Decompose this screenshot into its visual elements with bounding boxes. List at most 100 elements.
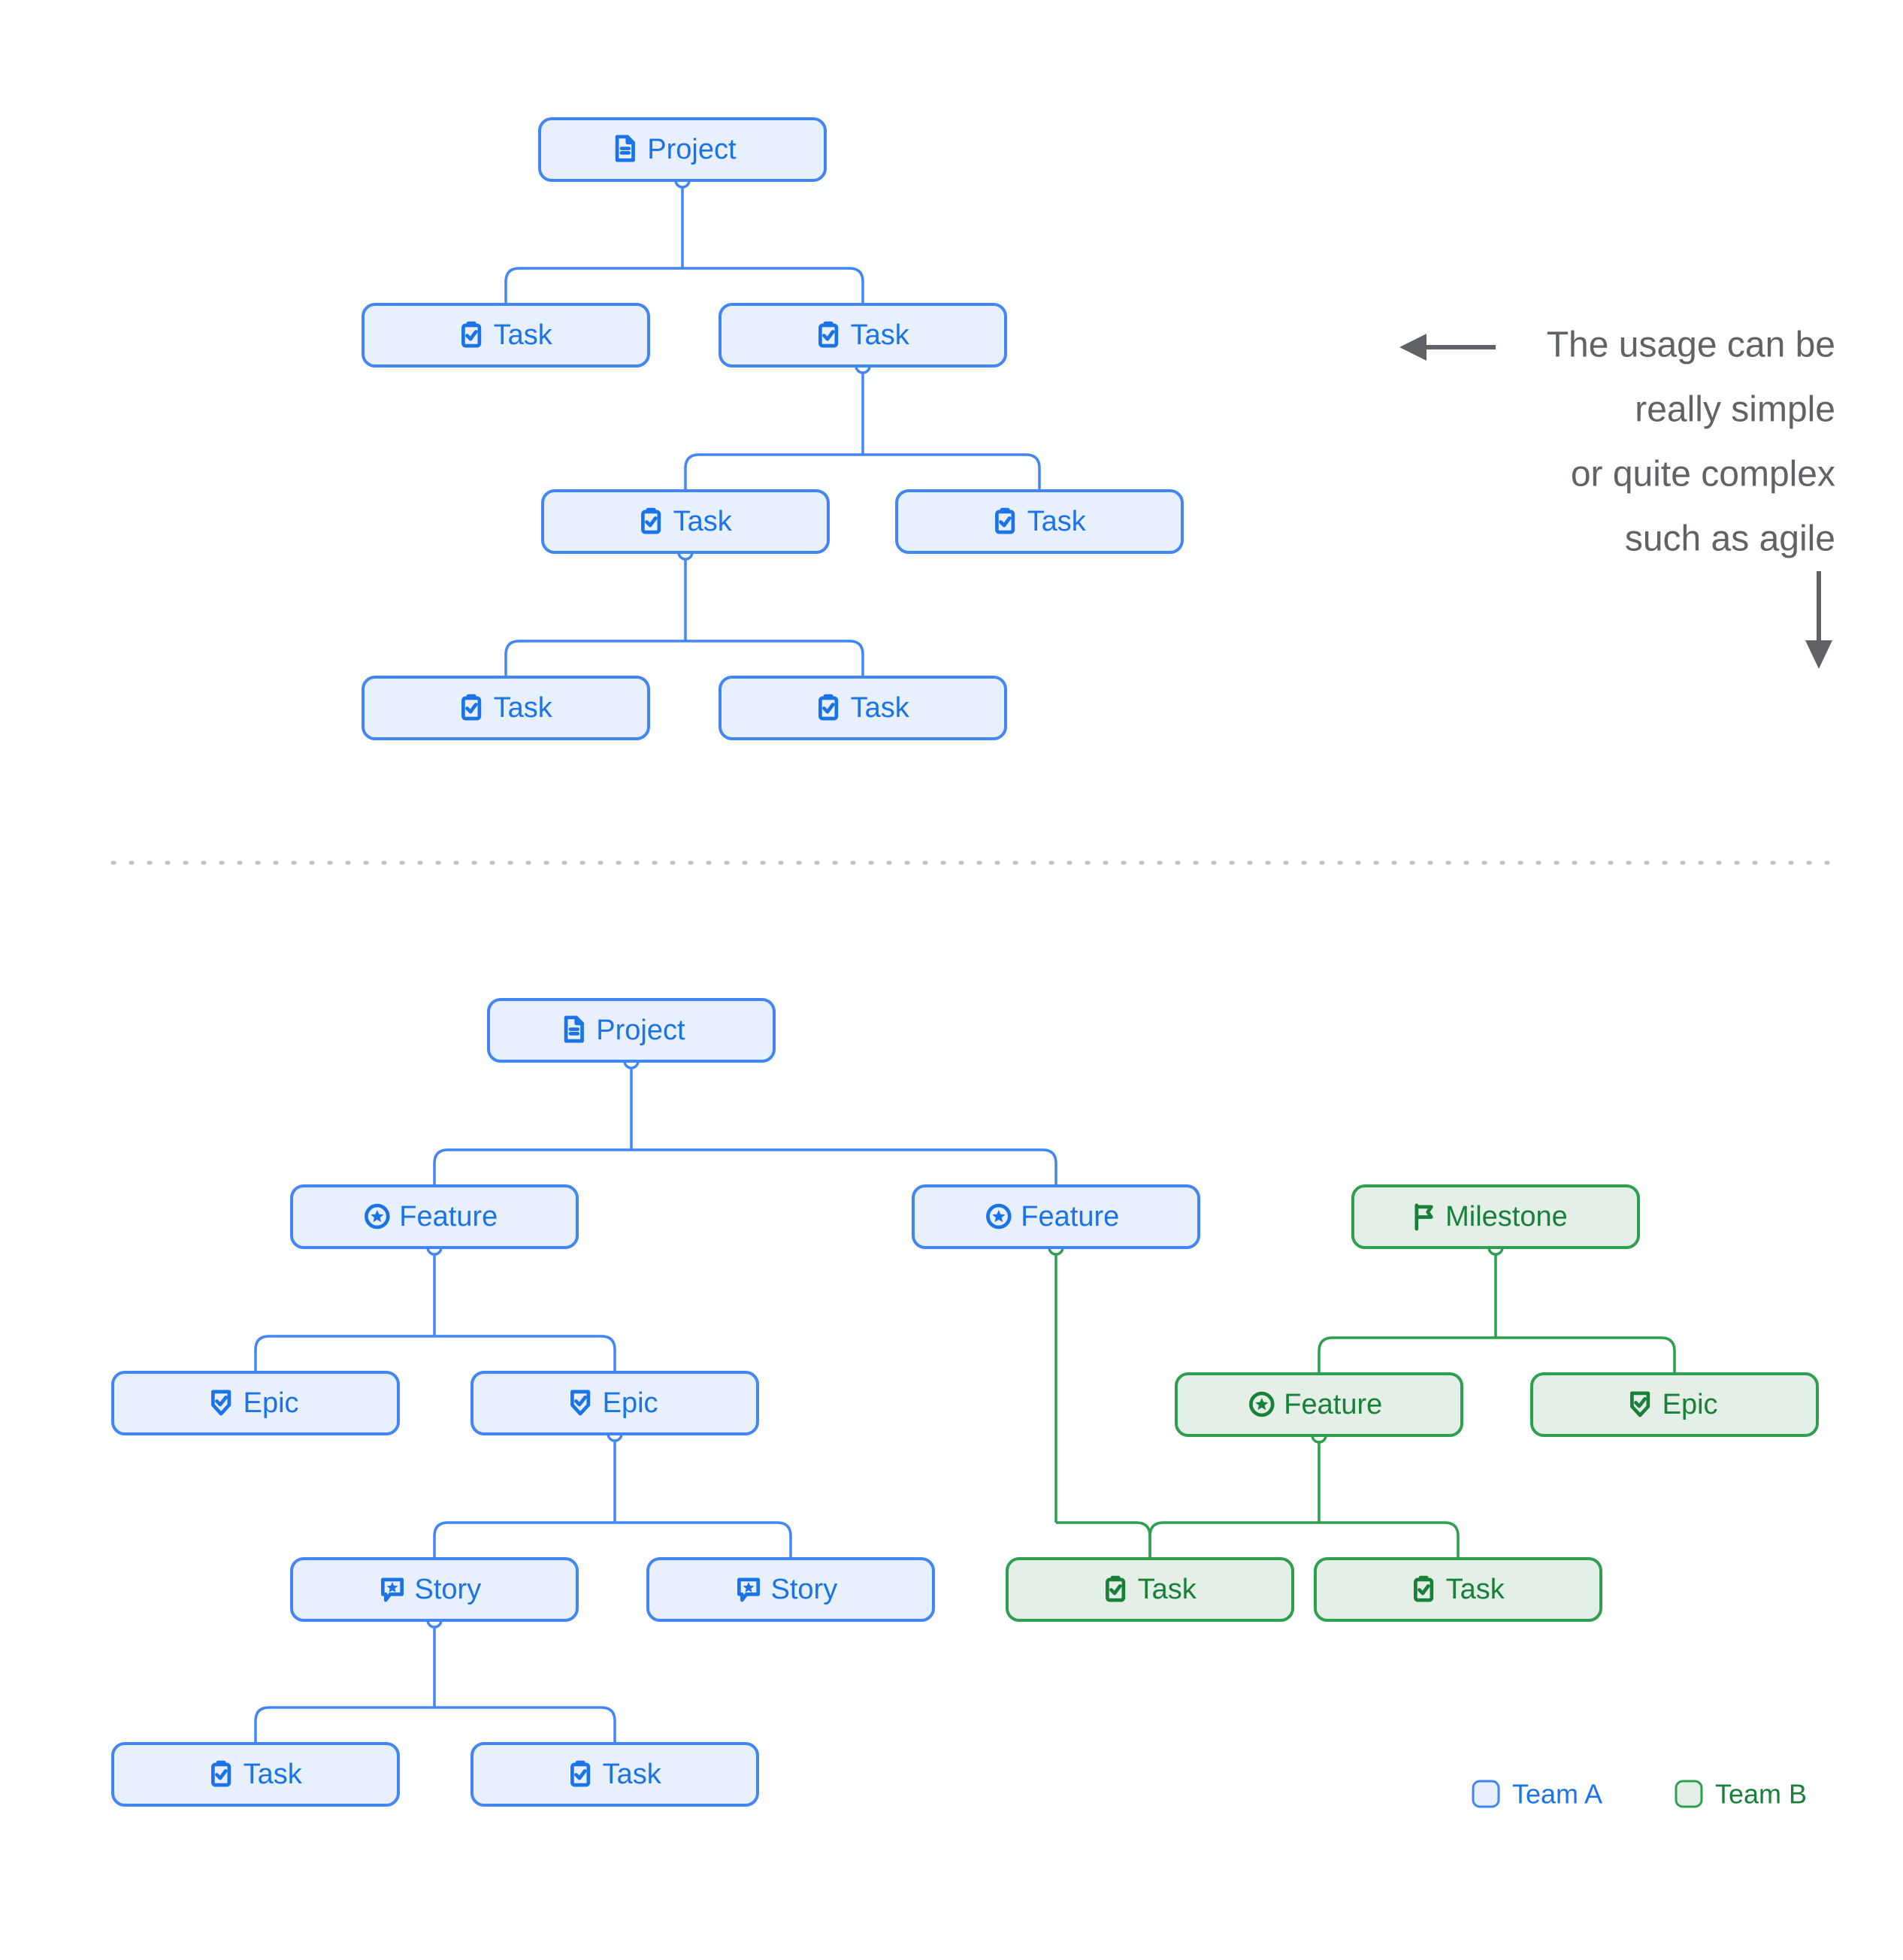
node-label: Task [1138, 1574, 1197, 1605]
edge-line [433, 1521, 615, 1559]
annotation-line: or quite complex [1571, 455, 1835, 495]
feature-icon [1249, 1391, 1275, 1417]
node-label: Task [603, 1759, 662, 1790]
edge-line [1318, 1336, 1496, 1374]
node-box[interactable] [541, 489, 830, 554]
story-icon [737, 1577, 761, 1602]
node-box[interactable] [111, 1371, 400, 1435]
legend-swatch [1675, 1780, 1703, 1808]
node-label: Feature [399, 1201, 498, 1233]
diagram-node[interactable]: Task [895, 489, 1184, 554]
left-arrow-icon [1399, 334, 1496, 361]
task-icon [570, 1760, 591, 1787]
node-box[interactable] [646, 1557, 935, 1622]
node-label: Feature [1284, 1389, 1382, 1420]
diagram-node[interactable]: Epic [470, 1371, 759, 1435]
node-box[interactable] [290, 1557, 579, 1622]
node-box[interactable] [1006, 1557, 1294, 1622]
node-label: Epic [603, 1387, 658, 1419]
edge-line [684, 453, 863, 491]
document-icon [564, 1015, 584, 1043]
diagram-node[interactable]: Task [719, 303, 1007, 368]
diagram-node[interactable]: Milestone [1351, 1184, 1640, 1249]
diagram-node[interactable]: Story [646, 1557, 935, 1622]
node-label: Project [596, 1015, 685, 1046]
node-label: Task [1027, 506, 1087, 537]
diagram-node[interactable]: Story [290, 1557, 579, 1622]
node-box[interactable] [538, 117, 827, 182]
node-box[interactable] [719, 303, 1007, 368]
legend-swatch [1472, 1780, 1500, 1808]
node-label: Epic [244, 1387, 299, 1419]
node-label: Task [494, 319, 553, 351]
edge-line [254, 1706, 434, 1744]
down-arrow-icon [1805, 571, 1832, 669]
task-icon [461, 321, 482, 348]
diagram-node[interactable]: Task [362, 676, 650, 740]
edge-line [254, 1335, 434, 1372]
node-label: Story [415, 1574, 482, 1605]
node-box[interactable] [1530, 1372, 1819, 1437]
node-box[interactable] [362, 303, 650, 368]
node-label: Task [1446, 1574, 1505, 1605]
edge-line [433, 1148, 631, 1186]
diagram-node[interactable]: Task [1006, 1557, 1294, 1622]
diagram-node[interactable]: Task [1314, 1557, 1602, 1622]
edge-line [504, 640, 685, 677]
milestone-icon [1414, 1203, 1433, 1231]
node-box[interactable] [111, 1742, 400, 1807]
epic-icon [570, 1390, 591, 1416]
edge-line [434, 1335, 616, 1372]
annotation-line: such as agile [1625, 519, 1835, 559]
legend-label: Team A [1512, 1779, 1602, 1810]
diagram-node[interactable]: Task [719, 676, 1007, 740]
node-label: Task [673, 506, 733, 537]
task-icon [995, 507, 1015, 534]
node-box[interactable] [1314, 1557, 1602, 1622]
edge-line [1496, 1336, 1676, 1374]
diagram-node[interactable]: Task [541, 489, 830, 554]
task-icon [818, 694, 839, 721]
feature-icon [986, 1203, 1012, 1230]
diagram-node[interactable]: Epic [111, 1371, 400, 1435]
diagram-node[interactable]: Project [487, 998, 776, 1063]
diagram-node[interactable]: Project [538, 117, 827, 182]
node-box[interactable] [912, 1184, 1200, 1249]
feature-icon [365, 1203, 390, 1230]
node-box[interactable] [487, 998, 776, 1063]
node-box[interactable] [362, 676, 650, 740]
node-label: Project [647, 134, 737, 165]
diagram-node[interactable]: Task [362, 303, 650, 368]
task-icon [641, 507, 661, 534]
diagram-node[interactable]: Feature [290, 1184, 579, 1249]
task-icon [461, 694, 482, 721]
node-box[interactable] [895, 489, 1184, 554]
diagram-node[interactable]: Task [111, 1742, 400, 1807]
legend-item: Team A [1472, 1779, 1602, 1810]
node-label: Epic [1662, 1389, 1718, 1420]
node-label: Task [851, 319, 910, 351]
edge-group [684, 358, 1041, 491]
diagram-node[interactable]: Task [470, 1742, 759, 1807]
diagram-node[interactable]: Epic [1530, 1372, 1819, 1437]
task-icon [211, 1760, 231, 1787]
node-box[interactable] [470, 1742, 759, 1807]
node-box[interactable] [1175, 1372, 1463, 1437]
edge-line [682, 267, 864, 304]
node-box[interactable] [1351, 1184, 1640, 1249]
edge-group [254, 1239, 616, 1372]
edge-line [434, 1706, 616, 1744]
diagram-node[interactable]: Feature [1175, 1372, 1463, 1437]
diagram-node[interactable]: Feature [912, 1184, 1200, 1249]
node-box[interactable] [719, 676, 1007, 740]
edge-line [863, 453, 1041, 491]
node-label: Milestone [1445, 1201, 1568, 1233]
task-icon [1106, 1575, 1126, 1602]
edge-line [1056, 1521, 1151, 1559]
node-label: Feature [1021, 1201, 1119, 1233]
node-box[interactable] [470, 1371, 759, 1435]
node-box[interactable] [290, 1184, 579, 1249]
node-label: Task [494, 692, 553, 724]
